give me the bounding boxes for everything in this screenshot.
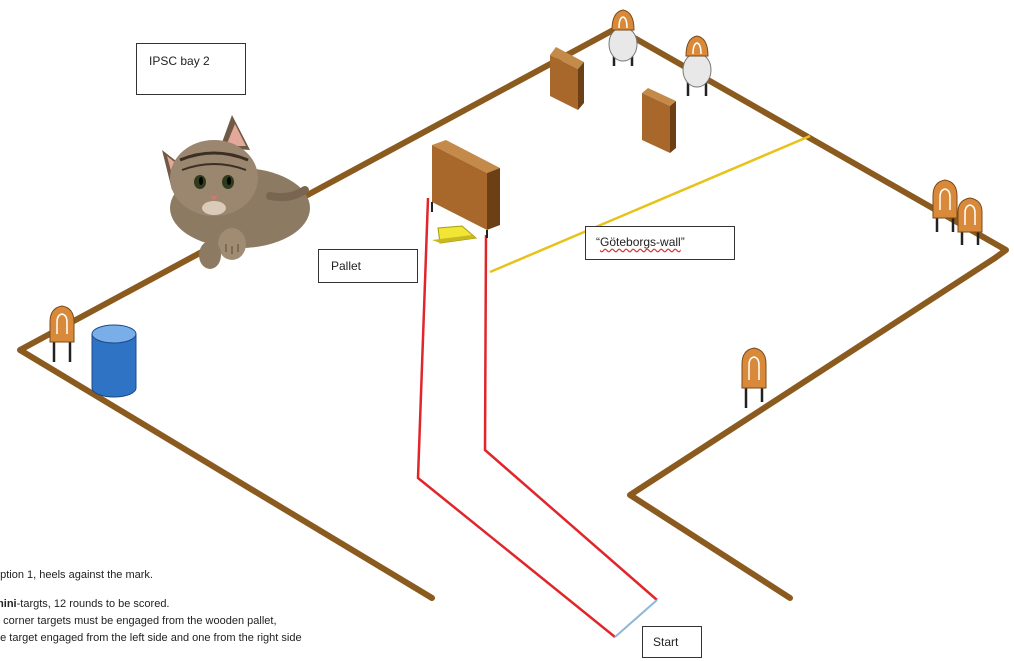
paper-target-left (49, 305, 75, 362)
pallet-edge (432, 235, 476, 243)
paper-target-center-right (741, 347, 767, 408)
fault-line-right (483, 234, 658, 601)
notes-line-2-rest: -targts, 12 rounds to be scored. (16, 598, 170, 610)
wooden-wall-back-1 (550, 47, 584, 110)
popper-target-2 (682, 35, 712, 96)
fault-line-left (416, 197, 616, 638)
popper-target-1 (608, 9, 638, 66)
barrel (91, 324, 137, 398)
goteborgs-wall-label: “Göteborgs-wall” (596, 235, 685, 249)
pallet-label-box: Pallet (318, 249, 418, 283)
goteborgs-wall-line (489, 134, 811, 274)
fault-lines (416, 197, 658, 638)
goteborgs-wall-label-box: “Göteborgs-wall” (585, 226, 735, 260)
pallet-label: Pallet (331, 259, 362, 273)
bay-label-box: IPSC bay 2 (136, 43, 246, 95)
paper-target-right-1 (932, 179, 958, 232)
notes-line-2-bold: mini (0, 598, 17, 610)
wall-word: Göteborgs-wall (600, 235, 681, 249)
cat-image (162, 115, 310, 269)
wall-close-quote: ” (680, 235, 685, 249)
notes-line-2: mini-targts, 12 rounds to be scored. (0, 599, 170, 610)
bay-walls (17, 25, 1009, 601)
bay-label: IPSC bay 2 (149, 54, 210, 68)
start-label-box: Start (642, 626, 702, 658)
notes-line-1: option 1, heels against the mark. (0, 569, 153, 581)
wooden-wall-back-2 (642, 88, 676, 153)
bay-wall-right (627, 255, 998, 601)
start-line (614, 599, 658, 638)
start-label: Start (653, 635, 679, 649)
paper-target-right-2 (957, 197, 983, 245)
wall-open-quote: “ (596, 235, 600, 249)
wooden-wall-large (431, 140, 500, 238)
notes-line-4: ne target engaged from the left side and… (0, 632, 302, 644)
bay-wall-back-left (17, 25, 1009, 601)
notes-line-3: ft corner targets must be engaged from t… (0, 615, 277, 627)
